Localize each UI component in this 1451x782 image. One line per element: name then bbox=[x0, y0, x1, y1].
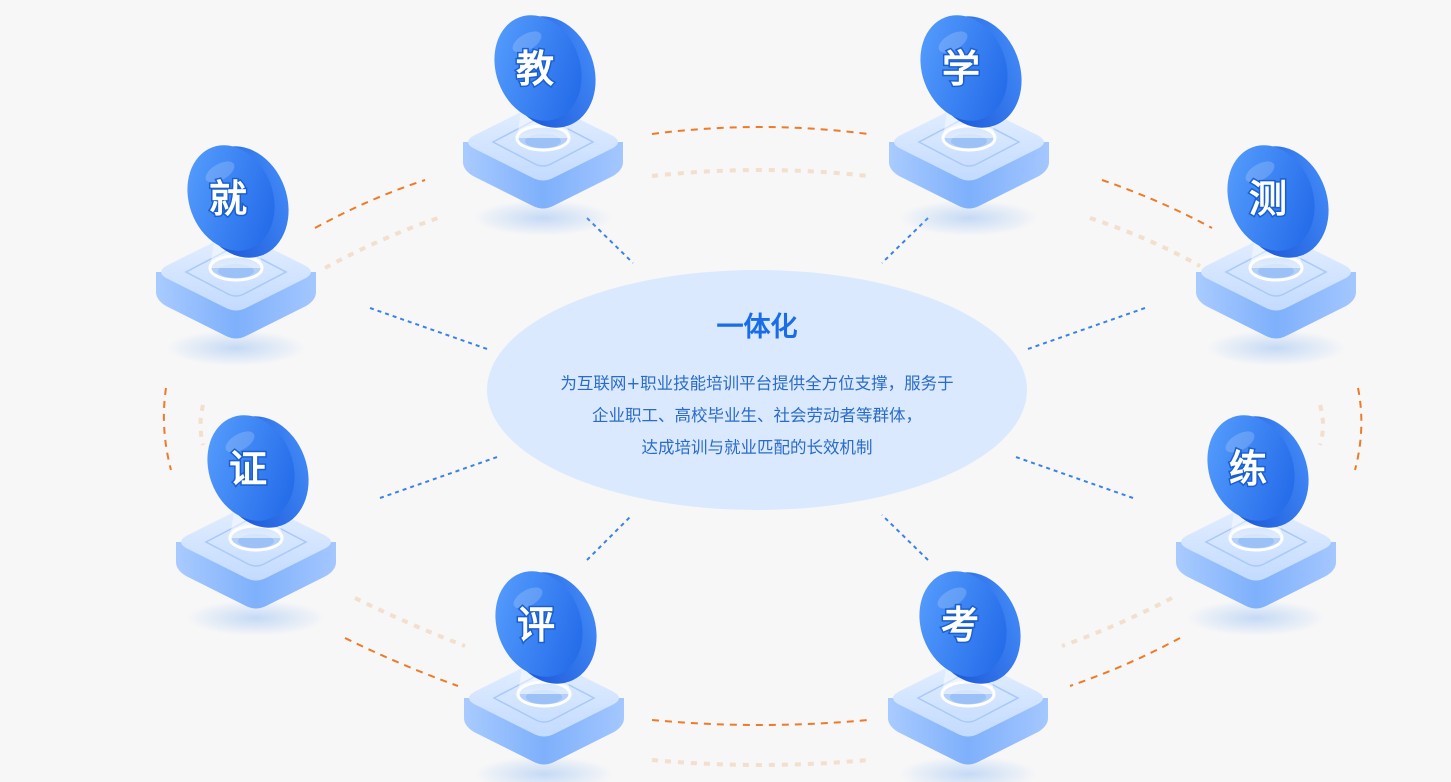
node-label-ping: 评 bbox=[517, 603, 555, 647]
connector-jiu bbox=[370, 308, 490, 350]
faint-arc-top-right bbox=[1090, 218, 1200, 266]
connector-ce bbox=[1025, 308, 1145, 350]
center-title: 一体化 bbox=[717, 312, 798, 343]
node-label-ce: 测 bbox=[1249, 177, 1287, 221]
node-ping: 评 bbox=[464, 559, 624, 782]
connector-ping bbox=[587, 515, 632, 560]
node-ce: 测 bbox=[1196, 133, 1356, 366]
connector-kao bbox=[882, 515, 928, 560]
connector-zheng bbox=[380, 456, 500, 498]
node-lian: 练 bbox=[1176, 403, 1336, 636]
center-line-1: 为互联网+职业技能培训平台提供全方位支撑，服务于 bbox=[560, 374, 953, 393]
orange-arc-top-right bbox=[1102, 180, 1212, 228]
faint-arc-bottom-right bbox=[1062, 598, 1172, 646]
faint-arc-bottom-left bbox=[355, 598, 465, 646]
node-jiao: 教 bbox=[463, 3, 623, 236]
node-label-xue: 学 bbox=[942, 47, 980, 91]
orange-arc-bottom-left bbox=[345, 638, 458, 686]
orange-arc-top bbox=[652, 127, 868, 134]
center-line-2: 企业职工、高校毕业生、社会劳动者等群体， bbox=[592, 406, 922, 425]
orange-arc-left bbox=[164, 388, 171, 470]
faint-arc-bottom bbox=[652, 760, 868, 765]
faint-arc-left bbox=[201, 405, 204, 445]
node-kao: 考 bbox=[888, 559, 1048, 782]
orange-arc-bottom-right bbox=[1070, 638, 1180, 686]
connector-lian bbox=[1013, 456, 1133, 498]
faint-arc-top-left bbox=[325, 218, 438, 268]
faint-arc-top bbox=[652, 170, 868, 176]
center-line-3: 达成培训与就业匹配的长效机制 bbox=[642, 438, 873, 457]
node-jiu: 就 bbox=[156, 133, 316, 366]
node-label-jiu: 就 bbox=[209, 177, 247, 221]
orange-arc-right bbox=[1355, 388, 1361, 470]
node-label-zheng: 证 bbox=[229, 447, 267, 491]
node-label-lian: 练 bbox=[1229, 447, 1267, 491]
node-zheng: 证 bbox=[176, 403, 336, 636]
orange-arc-top-left bbox=[315, 180, 425, 228]
center-hub: 一体化 为互联网+职业技能培训平台提供全方位支撑，服务于 企业职工、高校毕业生、… bbox=[487, 270, 1027, 510]
node-xue: 学 bbox=[889, 3, 1049, 236]
faint-arc-right bbox=[1320, 405, 1323, 445]
node-label-jiao: 教 bbox=[516, 47, 554, 91]
orange-arc-bottom bbox=[652, 720, 868, 725]
node-label-kao: 考 bbox=[941, 603, 979, 647]
